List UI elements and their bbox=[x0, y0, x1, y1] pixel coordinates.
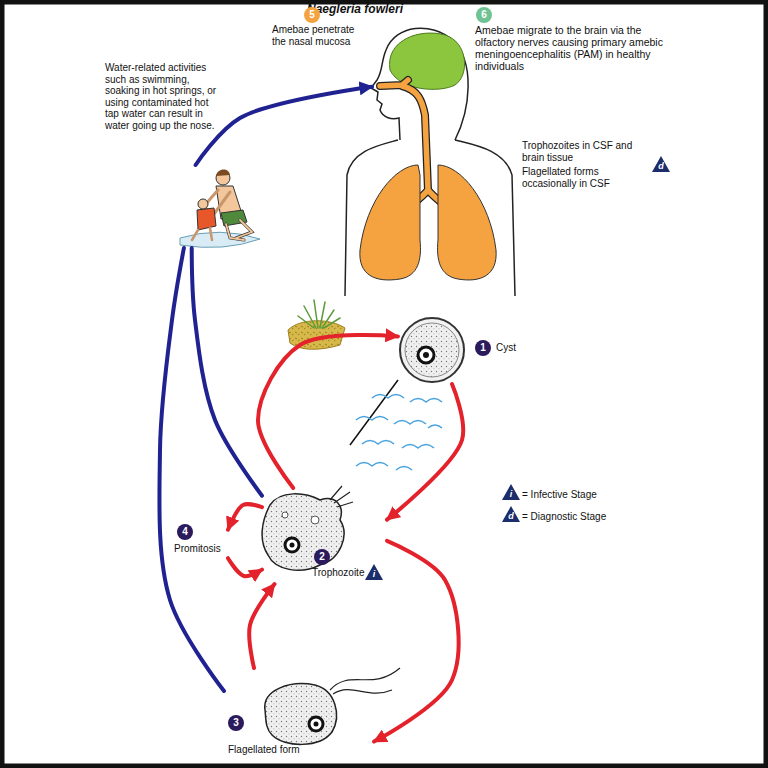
swimmer-legs bbox=[226, 220, 252, 240]
cyst-interior bbox=[405, 323, 459, 377]
nucleolus bbox=[314, 722, 319, 727]
cyst-wall bbox=[400, 318, 464, 382]
stage-marker: i bbox=[365, 564, 383, 580]
transmission-line bbox=[159, 248, 224, 691]
water-waves bbox=[356, 395, 442, 471]
nucleolus bbox=[290, 543, 295, 548]
callout-number: 6 bbox=[476, 7, 492, 23]
nucleus bbox=[285, 538, 299, 552]
exposure-scene: Water-related activities such as swimmin… bbox=[180, 165, 258, 248]
trophozoite-stage: 2Trophozoitei bbox=[262, 488, 387, 584]
lung bbox=[360, 165, 421, 280]
cyst-illustration bbox=[400, 318, 464, 382]
divider-slash bbox=[350, 380, 398, 445]
flagellated-stage: 3Flagellated form bbox=[224, 668, 374, 760]
trophozoite-body bbox=[262, 494, 344, 570]
flagella bbox=[330, 668, 400, 694]
cycle-arrow bbox=[258, 335, 398, 488]
human-host: 5Amebae penetrate the nasal mucosa6Ameba… bbox=[372, 28, 512, 295]
callout-number: 4 bbox=[177, 524, 193, 540]
nucleus bbox=[309, 717, 323, 731]
swimmer-legs bbox=[226, 220, 252, 240]
swimmer-illustration bbox=[180, 169, 260, 247]
vacuole bbox=[311, 516, 319, 524]
legend-marker: i bbox=[502, 484, 520, 500]
vacuole bbox=[282, 512, 288, 518]
cycle-arrow bbox=[374, 541, 459, 742]
transmission-line bbox=[192, 248, 262, 496]
callout-number: 3 bbox=[228, 715, 244, 731]
description-text: Amebae migrate to the brain via the olfa… bbox=[475, 24, 665, 72]
cycle-arrow bbox=[228, 558, 262, 576]
nucleolus bbox=[423, 352, 429, 358]
cycle-arrow bbox=[228, 504, 262, 529]
cycle-arrow bbox=[249, 584, 274, 668]
callout-number: 5 bbox=[304, 7, 320, 23]
stage-label: Trophozoite bbox=[312, 567, 364, 579]
legend-text: = Diagnostic Stage bbox=[522, 511, 606, 523]
lung bbox=[438, 165, 497, 280]
trophozoite-illustration bbox=[262, 486, 353, 570]
flagellate-illustration bbox=[265, 668, 400, 744]
child-head bbox=[198, 199, 208, 209]
pseudopod-lines bbox=[330, 486, 353, 507]
legend-text: = Infective Stage bbox=[522, 489, 597, 501]
diagnostic-note: Trophozoites in CSF and brain tissue bbox=[522, 140, 648, 163]
nucleus bbox=[418, 347, 434, 363]
callout-number: 1 bbox=[475, 340, 491, 356]
flagellate-body bbox=[265, 684, 337, 745]
cyst-stage: 1 Cyst bbox=[398, 316, 518, 384]
stage-label: Cyst bbox=[496, 342, 516, 354]
child-body bbox=[197, 208, 216, 230]
swimmer-hair bbox=[216, 169, 230, 176]
transmission-arrow bbox=[196, 87, 372, 165]
soil-patch bbox=[288, 321, 345, 350]
cycle-arrow bbox=[387, 384, 463, 520]
child-legs bbox=[192, 228, 212, 240]
promitosis-stage: 4Promitosis bbox=[172, 524, 228, 562]
stage-label: Promitosis bbox=[174, 543, 221, 555]
legend-marker: d bbox=[502, 506, 520, 522]
stage-marker: d bbox=[652, 156, 670, 172]
diagnostic-note: Flagellated forms occasionally in CSF bbox=[522, 166, 648, 189]
grass-tuft bbox=[298, 300, 340, 328]
description-text: Amebae penetrate the nasal mucosa bbox=[272, 24, 364, 47]
description-text: Water-related activities such as swimmin… bbox=[105, 62, 217, 131]
stage-label: Flagellated form bbox=[228, 744, 300, 756]
callout-number: 2 bbox=[314, 549, 330, 565]
